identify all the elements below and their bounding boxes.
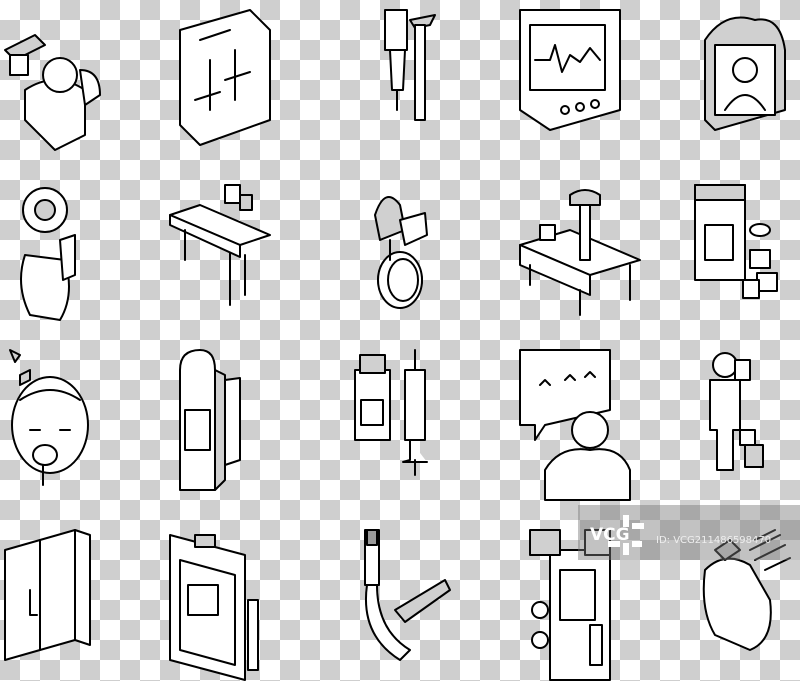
doctor-speech-bubble-icon bbox=[519, 349, 631, 501]
anesthesia-machine-icon bbox=[529, 529, 611, 681]
hand-with-dust-icon bbox=[702, 529, 791, 651]
doctor-with-instruments-icon bbox=[4, 34, 101, 151]
medicine-bottle-pills-icon bbox=[694, 184, 778, 299]
instrument-tray-icon bbox=[179, 9, 271, 146]
operating-table-icon bbox=[169, 184, 271, 306]
watermark-id: ID: VCG211486598470 bbox=[656, 535, 772, 546]
ecg-monitor-icon bbox=[519, 9, 621, 131]
watermark-band bbox=[578, 505, 800, 560]
laryngoscope-icon bbox=[364, 529, 451, 661]
vial-and-syringe-icon bbox=[354, 349, 428, 476]
face-with-mask-icon bbox=[20, 187, 76, 321]
watermark-logo-text: VCG bbox=[590, 525, 630, 545]
patient-portrait-frame-icon bbox=[704, 16, 786, 131]
watermark-logo-icon bbox=[608, 515, 644, 555]
syringe-injector-icon bbox=[384, 9, 436, 121]
person-with-items-icon bbox=[709, 352, 764, 471]
surgical-lamp-icon bbox=[374, 196, 428, 309]
operating-room-bench-icon bbox=[519, 189, 641, 316]
oxygen-tank-icon bbox=[179, 349, 241, 491]
clipboard-with-pen-icon bbox=[169, 534, 259, 681]
medical-cabinet-icon bbox=[4, 529, 91, 661]
patient-oxygen-mask-icon bbox=[9, 349, 89, 486]
